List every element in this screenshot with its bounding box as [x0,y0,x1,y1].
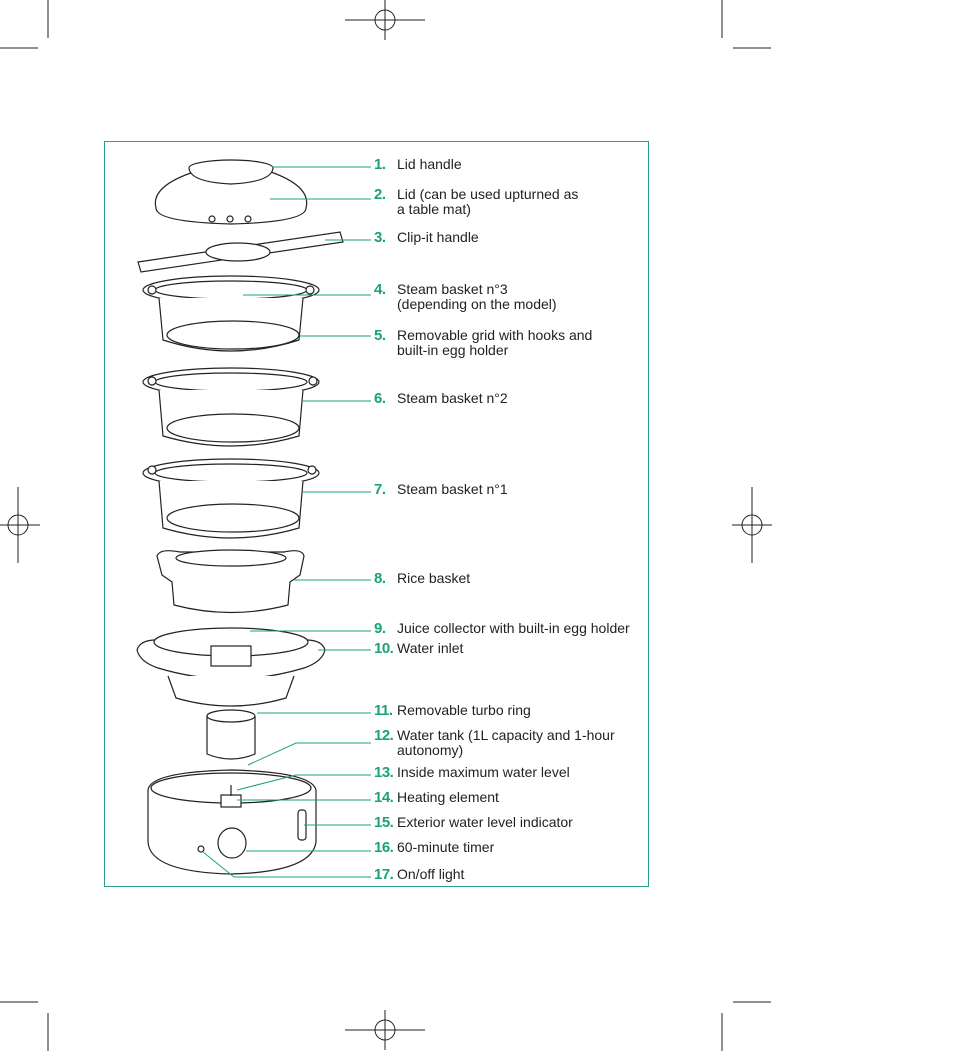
part-number: 13. [374,764,394,781]
part-1: 1. Lid handle [374,156,462,173]
part-16: 16. 60-minute timer [374,839,495,856]
part-13: 13. Inside maximum water level [374,764,570,781]
part-number: 2. [374,186,386,203]
part-8: 8. Rice basket [374,570,471,587]
part-14: 14. Heating element [374,789,499,806]
part-6: 6. Steam basket n°2 [374,390,508,407]
part-label: Removable grid with hooks and built-in e… [397,327,593,358]
part-4: 4. Steam basket n°3 (depending on the mo… [374,282,557,312]
steam-basket-2-drawing [142,367,320,447]
part-number: 16. [374,839,394,856]
part-label: Steam basket n°2 [397,390,508,406]
part-label: Inside maximum water level [397,764,570,780]
part-number: 15. [374,814,394,831]
part-label: On/off light [397,866,465,882]
part-2: 2. Lid (can be used upturned as a table … [374,187,578,217]
part-number: 10. [374,640,394,657]
part-number: 4. [374,281,386,298]
part-label: 60-minute timer [397,839,495,855]
steam-basket-3-drawing [142,275,320,352]
water-tank-base-drawing [147,769,317,875]
part-label: Heating element [397,789,499,805]
part-9: 9. Juice collector with built-in egg hol… [374,620,630,637]
part-number: 3. [374,229,386,246]
part-17: 17. On/off light [374,866,465,883]
part-5: 5. Removable grid with hooks and built-i… [374,328,592,358]
part-label: Juice collector with built-in egg holder [397,620,630,636]
clip-handle-drawing [137,231,344,273]
part-label: Steam basket n°3 (depending on the model… [397,281,557,312]
registration-mark-top [345,0,425,40]
part-number: 5. [374,327,386,344]
part-label: Exterior water level indicator [397,814,573,830]
leader-lines [202,166,371,878]
part-11: 11. Removable turbo ring [374,702,531,719]
juice-collector-drawing [136,627,326,707]
part-3: 3. Clip-it handle [374,229,479,246]
part-number: 6. [374,390,386,407]
part-label: Clip-it handle [397,229,479,245]
steam-basket-1-drawing [142,458,320,539]
diagram-frame [104,141,649,887]
part-number: 7. [374,481,386,498]
registration-mark-right [732,487,772,563]
part-number: 11. [374,702,393,719]
registration-mark-left [0,487,40,563]
part-number: 1. [374,156,386,173]
part-15: 15. Exterior water level indicator [374,814,573,831]
part-label: Water tank (1L capacity and 1-hour auton… [397,727,615,758]
part-number: 9. [374,620,386,637]
registration-mark-bottom [345,1010,425,1050]
part-number: 8. [374,570,386,587]
part-label: Lid (can be used upturned as a table mat… [397,186,579,217]
part-label: Water inlet [397,640,464,656]
lid-drawing [154,159,308,225]
part-number: 17. [374,866,394,883]
part-number: 12. [374,727,394,744]
part-7: 7. Steam basket n°1 [374,481,508,498]
part-number: 14. [374,789,394,806]
part-10: 10. Water inlet [374,640,464,657]
part-label: Removable turbo ring [397,702,531,718]
part-label: Steam basket n°1 [397,481,508,497]
part-label: Rice basket [397,570,471,586]
turbo-ring-drawing [206,709,256,760]
part-12: 12. Water tank (1L capacity and 1-hour a… [374,728,615,758]
rice-basket-drawing [156,549,305,614]
part-label: Lid handle [397,156,462,172]
